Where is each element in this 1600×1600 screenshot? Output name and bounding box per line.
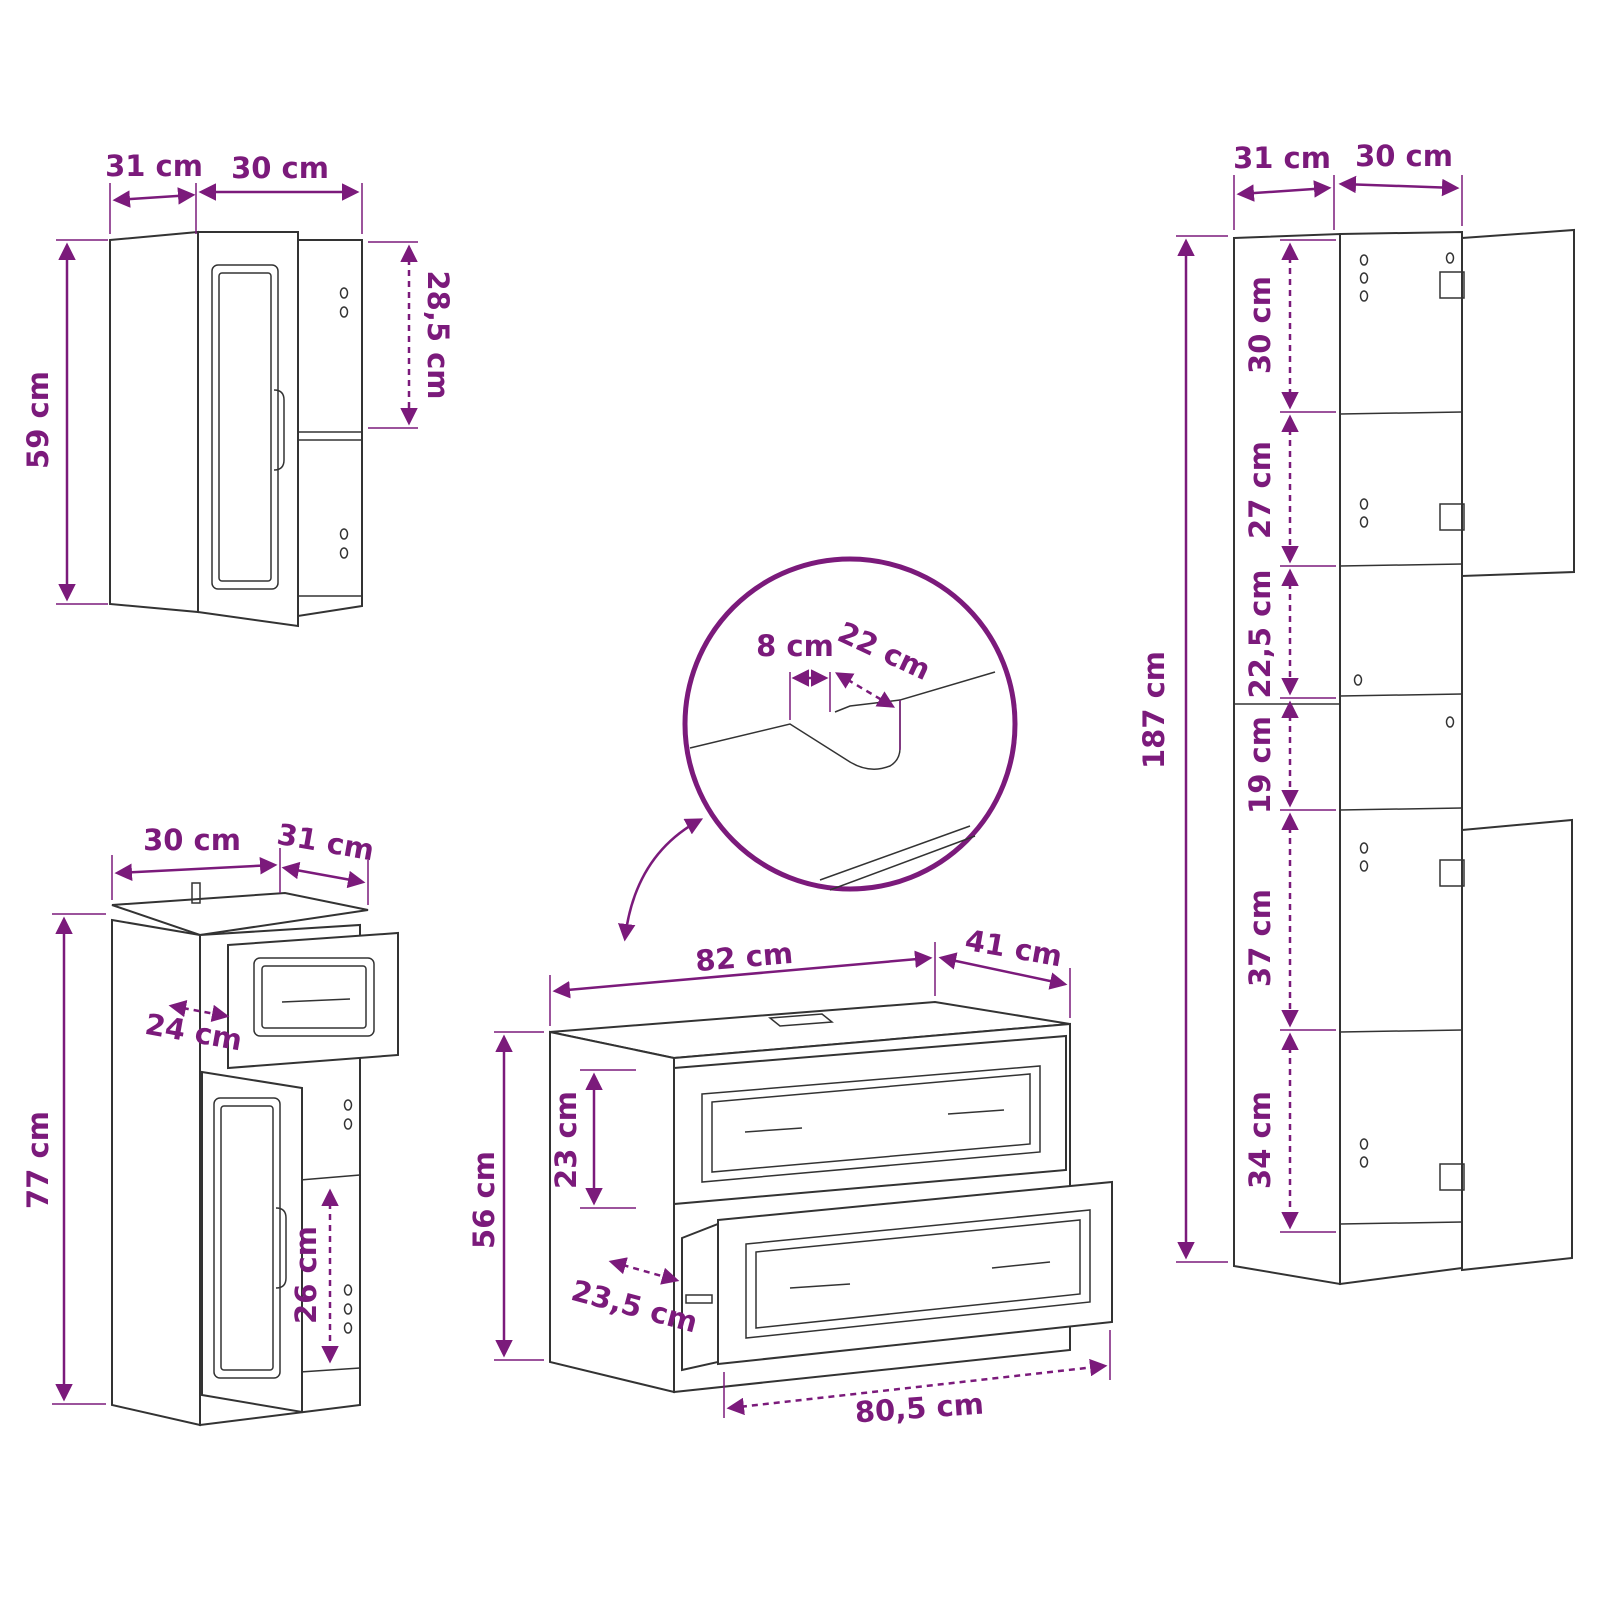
wall-depth-label: 31 cm bbox=[105, 149, 203, 183]
tall-compartment-6-label: 34 cm bbox=[1243, 1091, 1277, 1189]
wall-shelf-label: 28,5 cm bbox=[421, 270, 455, 399]
vanity-drawer-height-label: 23 cm bbox=[549, 1091, 583, 1189]
tall-width-label: 30 cm bbox=[1355, 139, 1453, 173]
floor-height-label: 77 cm bbox=[21, 1111, 55, 1209]
tall-height-label: 187 cm bbox=[1137, 651, 1171, 769]
vanity-height-label: 56 cm bbox=[467, 1151, 501, 1249]
floor-width-label: 30 cm bbox=[143, 823, 241, 857]
tall-cabinet-dimensions: 31 cm 30 cm 187 cm 30 cm 27 cm 22,5 cm 1… bbox=[1137, 139, 1463, 1263]
notch-width-label: 8 cm bbox=[756, 629, 834, 663]
wall-cabinet-dimensions: 31 cm 30 cm 59 cm 28,5 cm bbox=[21, 149, 455, 605]
vanity-width-label: 82 cm bbox=[694, 936, 794, 978]
floor-cabinet-dimensions: 30 cm 31 cm 77 cm 24 cm 26 cm bbox=[21, 817, 377, 1405]
vanity-unit bbox=[549, 1000, 1113, 1394]
tall-compartment-2-label: 27 cm bbox=[1243, 441, 1277, 539]
tall-compartment-5-label: 37 cm bbox=[1243, 889, 1277, 987]
floor-cabinet bbox=[111, 882, 399, 1427]
tall-compartment-1-label: 30 cm bbox=[1243, 276, 1277, 374]
wall-cabinet bbox=[109, 230, 363, 628]
tall-depth-label: 31 cm bbox=[1233, 141, 1331, 175]
sink-notch-detail: 8 cm 22 cm bbox=[617, 556, 1018, 942]
tall-compartment-4-label: 19 cm bbox=[1243, 716, 1277, 814]
floor-shelf-label: 26 cm bbox=[289, 1226, 323, 1324]
wall-width-label: 30 cm bbox=[231, 151, 329, 185]
floor-depth-label: 31 cm bbox=[275, 817, 377, 867]
wall-height-label: 59 cm bbox=[21, 371, 55, 469]
tall-compartment-3-label: 22,5 cm bbox=[1243, 569, 1277, 698]
tall-cabinet bbox=[1233, 228, 1575, 1286]
